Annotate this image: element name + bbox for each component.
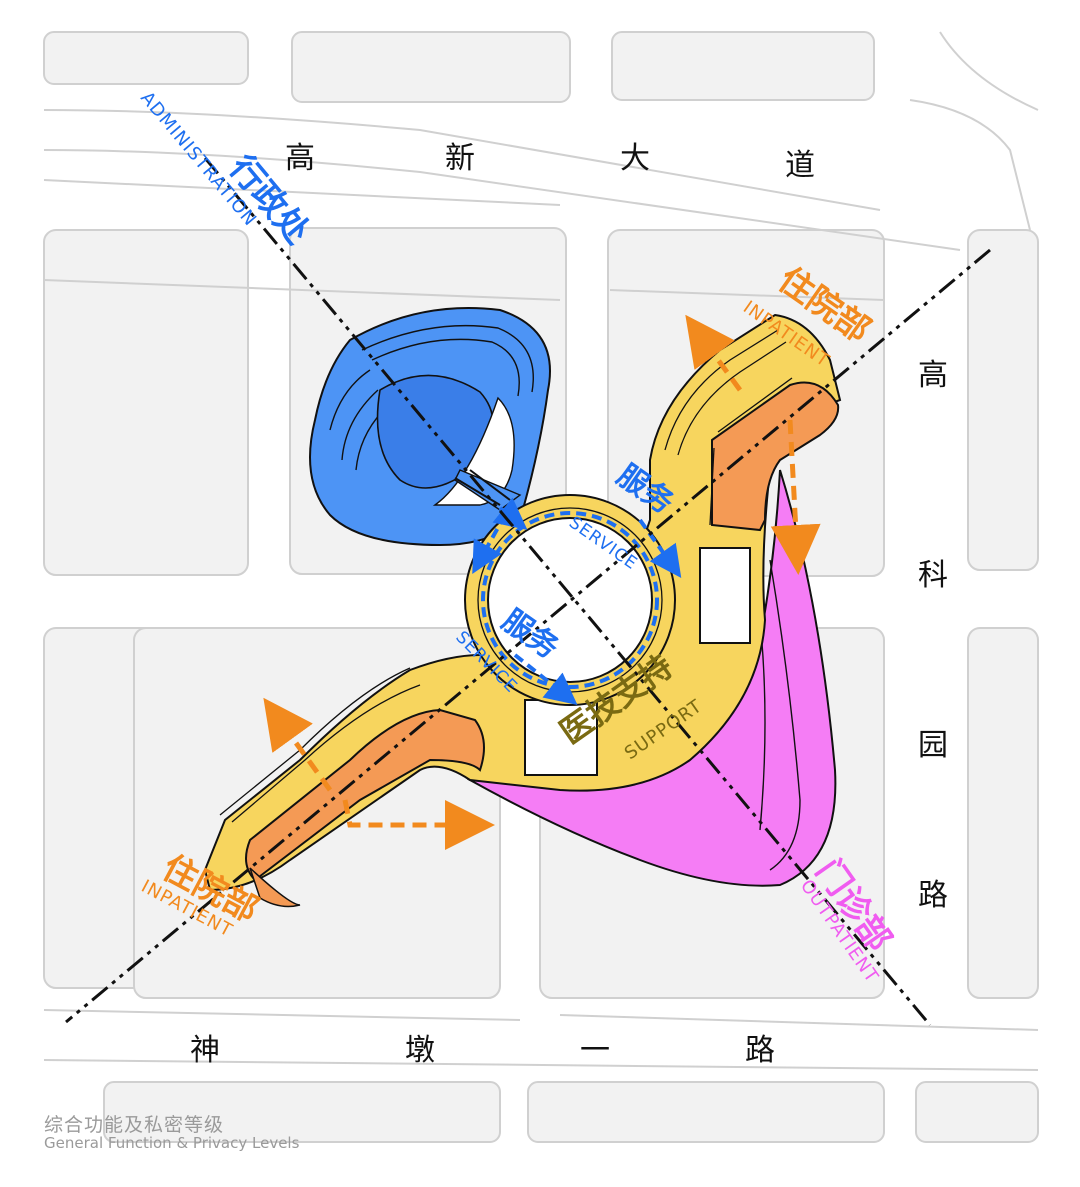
central-service-ring bbox=[454, 469, 676, 706]
road-south-char: 路 bbox=[745, 1033, 775, 1068]
road-south: 神 墩 一 路 bbox=[190, 1033, 775, 1068]
caption-cn: 综合功能及私密等级 bbox=[44, 1114, 225, 1136]
road-north-char: 高 bbox=[285, 141, 315, 176]
road-south-char: 一 bbox=[580, 1033, 610, 1068]
inpatient-building-ne bbox=[709, 377, 840, 532]
road-north-char: 大 bbox=[620, 141, 650, 176]
road-east-char: 路 bbox=[918, 878, 948, 913]
road-east-char: 园 bbox=[918, 728, 948, 763]
inpatient-axis bbox=[65, 248, 991, 1024]
road-south-char: 墩 bbox=[405, 1033, 435, 1068]
caption-en: General Function & Privacy Levels bbox=[44, 1134, 300, 1152]
road-east: 高 科 园 路 bbox=[918, 358, 948, 913]
road-edges bbox=[43, 31, 1039, 1071]
service-arrows bbox=[472, 497, 682, 705]
admin-outpatient-axis bbox=[203, 157, 932, 1026]
road-north-char: 新 bbox=[445, 141, 475, 176]
inpatient-arrows bbox=[263, 314, 821, 850]
road-north: 高 新 大 道 bbox=[285, 141, 815, 183]
road-north-char: 道 bbox=[785, 148, 815, 183]
road-south-char: 神 bbox=[190, 1033, 220, 1068]
road-east-char: 科 bbox=[918, 558, 948, 593]
axis-lines bbox=[65, 157, 991, 1026]
road-east-char: 高 bbox=[918, 358, 948, 393]
